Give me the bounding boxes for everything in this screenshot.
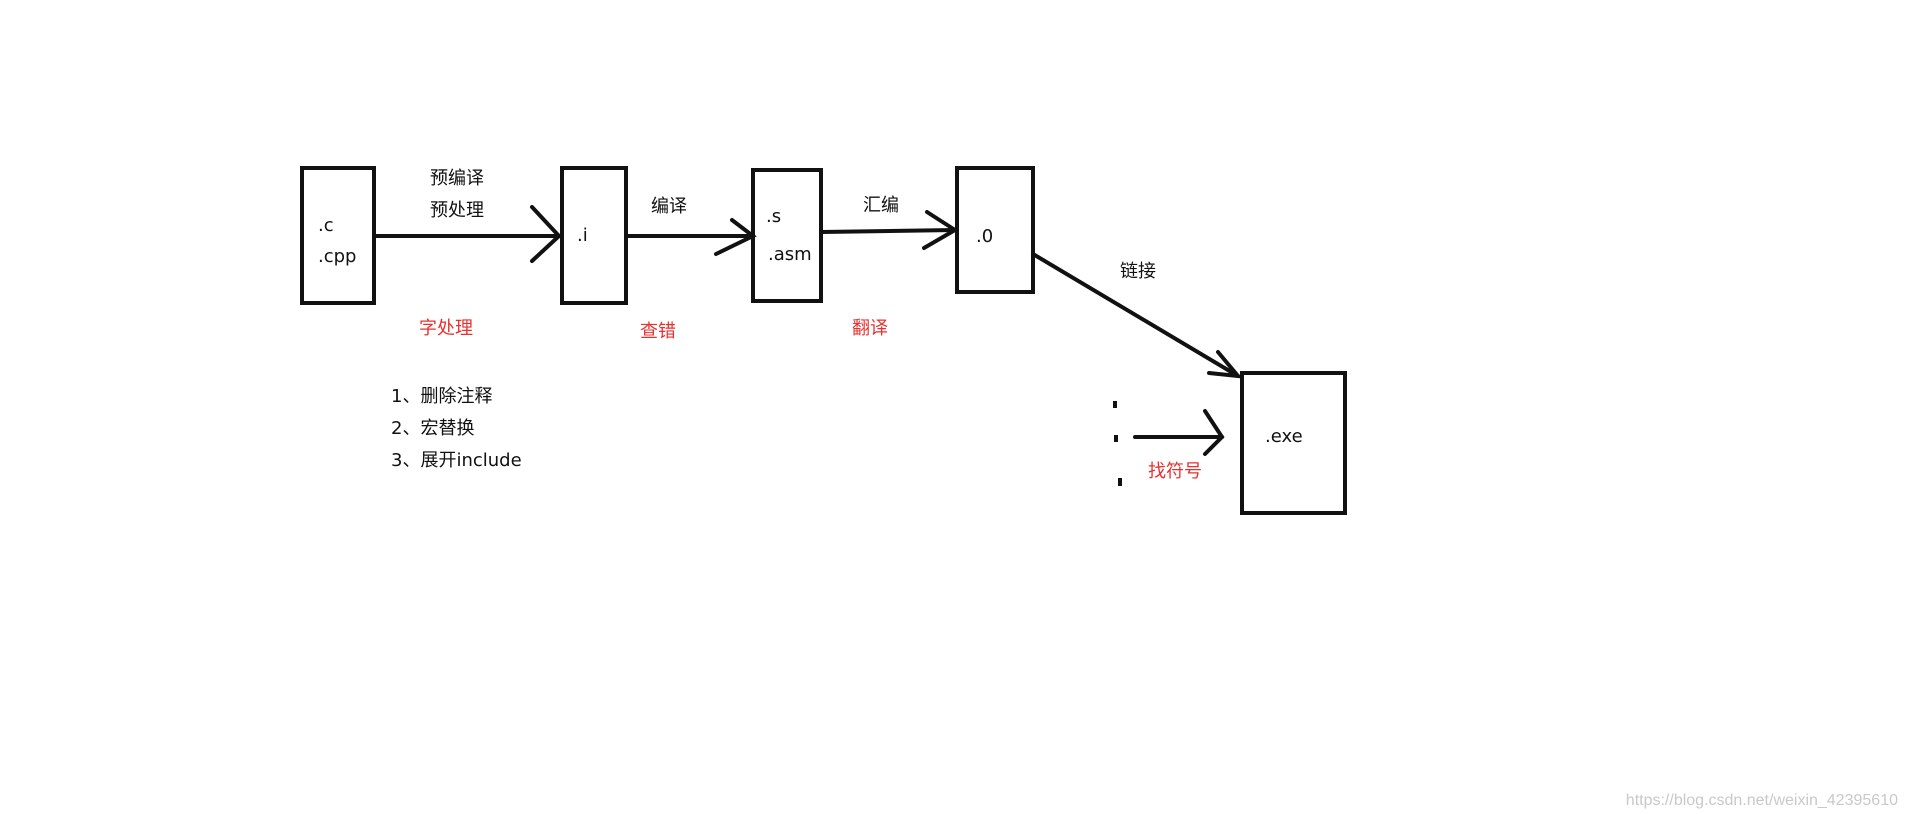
assembly-file-box: .s .asm <box>751 168 823 303</box>
assembly-ext-asm: .asm <box>768 244 812 265</box>
preprocessed-file-box: .i <box>560 166 628 305</box>
source-file-box: .c .cpp <box>300 166 376 305</box>
preprocess-arrow <box>372 205 562 263</box>
ellipsis-dots <box>1113 401 1122 486</box>
watermark-url: https://blog.csdn.net/weixin_42395610 <box>1626 792 1898 809</box>
compile-arrow <box>624 218 757 256</box>
preprocess-label-top: 预编译 <box>430 168 484 189</box>
preprocess-steps-list: 1、删除注释 2、宏替换 3、展开include <box>391 386 522 471</box>
compile-note: 查错 <box>640 321 676 342</box>
preprocess-step-2: 2、宏替换 <box>391 418 474 439</box>
assemble-arrow <box>819 210 959 250</box>
compile-label: 编译 <box>651 196 687 217</box>
link-arrow <box>1031 252 1243 379</box>
preprocess-step-3: 3、展开include <box>391 450 522 471</box>
object-ext-o: .0 <box>976 226 993 247</box>
executable-file-box: .exe <box>1240 371 1347 515</box>
executable-ext-exe: .exe <box>1265 426 1303 447</box>
assembly-ext-s: .s <box>766 206 781 227</box>
preprocess-note: 字处理 <box>419 318 473 339</box>
source-ext-cpp: .cpp <box>318 246 356 267</box>
assemble-label: 汇编 <box>863 195 899 216</box>
preprocessed-ext-i: .i <box>577 225 588 246</box>
preprocess-label-bottom: 预处理 <box>430 200 484 221</box>
symbol-arrow <box>1133 409 1225 456</box>
source-ext-c: .c <box>318 215 334 236</box>
link-label: 链接 <box>1120 261 1156 282</box>
object-file-box: .0 <box>955 166 1035 294</box>
preprocess-step-1: 1、删除注释 <box>391 386 492 407</box>
assemble-note: 翻译 <box>852 318 888 339</box>
symbol-note: 找符号 <box>1148 461 1202 482</box>
